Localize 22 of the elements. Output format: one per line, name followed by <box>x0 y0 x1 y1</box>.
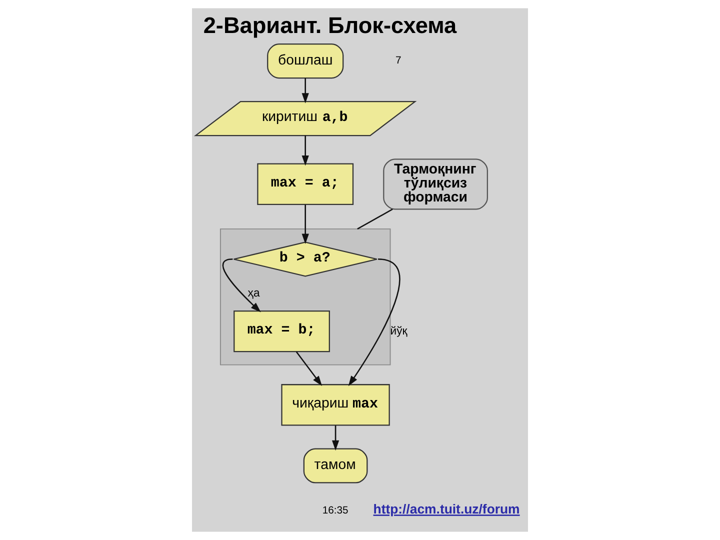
label: http://acm.tuit.uz/forum <box>373 502 520 517</box>
arrow <box>302 136 309 166</box>
edge-label: ҳа <box>248 288 260 300</box>
node-box: max = a; <box>257 163 354 205</box>
node-box: чиқариш max <box>281 384 390 426</box>
arrow <box>332 425 340 451</box>
arrow <box>296 351 322 386</box>
edge-label: йўқ <box>390 325 408 338</box>
cluster <box>220 228 391 366</box>
arrow <box>348 258 400 386</box>
arrow <box>222 258 261 312</box>
node-box: тамом <box>303 448 368 484</box>
node-box: max = b; <box>234 310 330 352</box>
node-diamond: b > a? <box>233 242 378 277</box>
node-box: бошлаш <box>267 43 344 79</box>
arrow <box>302 204 309 244</box>
connector <box>357 208 393 230</box>
label: 16:35 <box>322 506 348 517</box>
node-box: Тармоқнинг тўлиқсиз формаси <box>383 158 488 210</box>
label: 7 <box>395 56 402 67</box>
arrow <box>302 78 309 104</box>
diagram-title: 2-Вариант. Блок-схема <box>203 12 457 38</box>
